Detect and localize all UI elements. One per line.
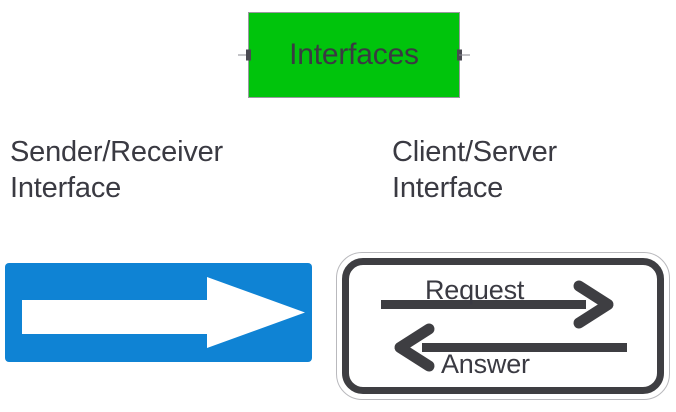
client-server-flow-panel[interactable]: Request Answer: [336, 252, 670, 400]
request-flow-label: Request: [425, 275, 525, 305]
interfaces-title-box[interactable]: Interfaces: [238, 12, 470, 98]
client-server-inner-border: [342, 258, 664, 394]
connector-handle-left[interactable]: [246, 49, 251, 61]
sender-receiver-arrow-panel[interactable]: [5, 263, 312, 362]
answer-flow-label: Answer: [441, 349, 530, 379]
interfaces-title-label: Interfaces: [289, 38, 419, 71]
request-answer-arrows-icon: [381, 280, 627, 372]
heading-client-server-interface: Client/Server Interface: [392, 136, 558, 204]
connector-tick-left: [238, 54, 249, 56]
heading-sender-receiver-interface: Sender/Receiver Interface: [10, 136, 223, 204]
connector-tick-right: [459, 54, 470, 56]
one-way-arrow-icon: [22, 277, 305, 348]
